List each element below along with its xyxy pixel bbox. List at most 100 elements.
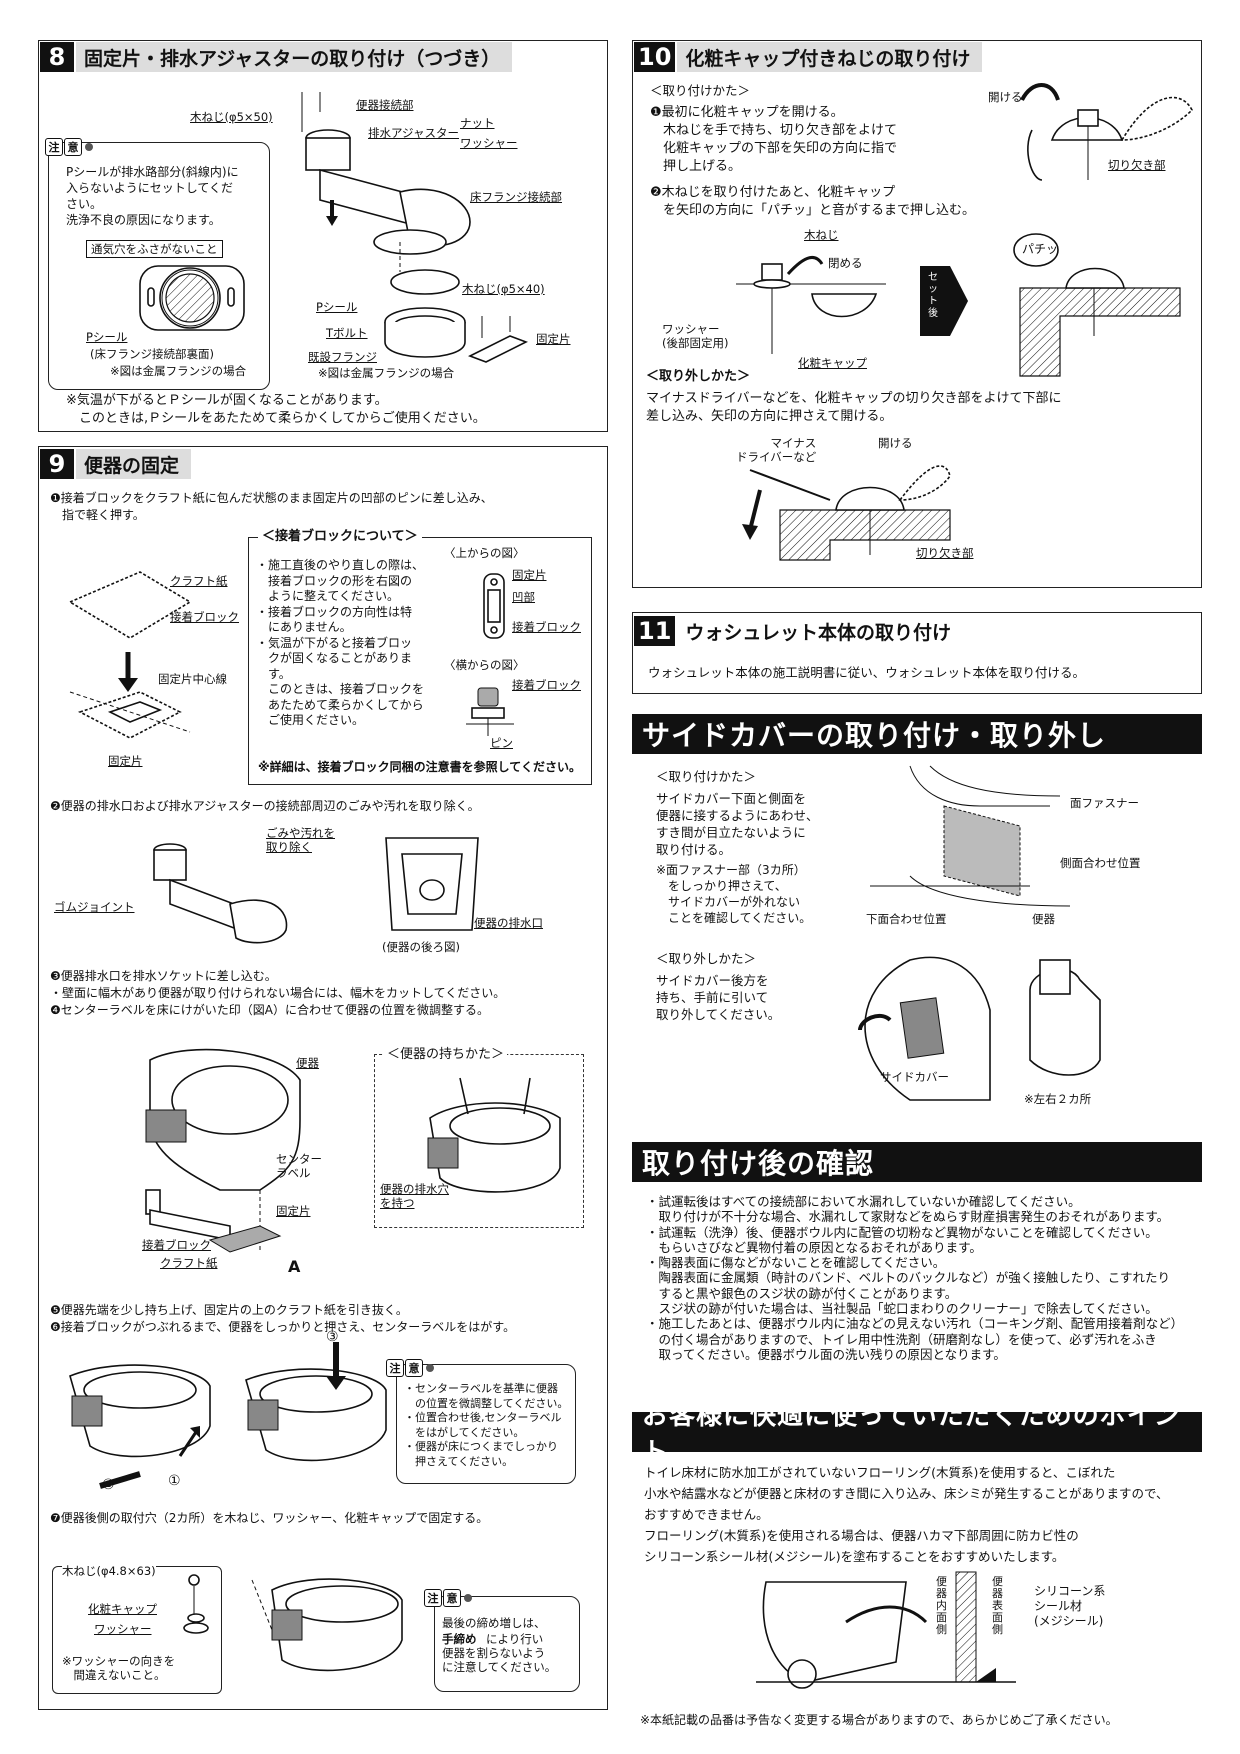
close-label: 閉める — [828, 256, 863, 270]
caution-char: 意 — [443, 1589, 461, 1607]
step-7-text: ❼便器後側の取付穴（2カ所）を木ねじ、ワッシャー、化粧キャップで固定する。 — [50, 1511, 489, 1525]
holding-title: ＜便器の持ちかた＞ — [384, 1048, 508, 1062]
washer-label: ワッシャー (後部固定用) — [662, 322, 729, 350]
flange-back-label: (床フランジ接続部裏面) — [90, 347, 214, 361]
kraft-label: クラフト紙 — [170, 574, 228, 588]
after-set-label: セット後 — [928, 272, 938, 319]
section-11-header: 11 ウォシュレット本体の取り付け — [634, 616, 964, 646]
adhesive-info-text: ・施工直後のやり直しの際は、 接着ブロックの形を右図の ように整えてください。 … — [256, 558, 425, 727]
silicone-label: シリコーン系 シール材 (メジシール) — [1034, 1584, 1106, 1628]
side-align-label: 側面合わせ位置 — [1060, 856, 1141, 870]
step-2-text: ❷便器の排水口および排水アジャスターの接続部周辺のごみや汚れを取り除く。 — [50, 799, 480, 813]
toilet-rear-fix-illustration — [251, 1578, 403, 1672]
snapped-cap-illustration — [1013, 233, 1181, 377]
section-title: 固定片・排水アジャスターの取り付け（つづき） — [76, 42, 513, 72]
section-title: 化粧キャップ付きねじの取り付け — [677, 42, 983, 72]
adhesive-label: 接着ブロック — [170, 610, 239, 624]
caution-char: 意 — [405, 1359, 423, 1377]
side-cover-banner: サイドカバーの取り付け・取り外し — [632, 714, 1202, 754]
pseal-label-2: Pシール — [316, 300, 358, 314]
open-label: 開ける — [988, 90, 1023, 104]
toilet-label: 便器 — [296, 1056, 319, 1070]
caution-text-3c: により行い 便器を割らないよう に注意してください。 — [442, 1632, 557, 1674]
caution-char: 意 — [64, 138, 82, 156]
rubber-joint-label: ゴムジョイント — [54, 900, 135, 914]
section-11-text: ウォシュレット本体の施工説明書に従い、ウォシュレット本体を取り付ける。 — [648, 665, 1086, 680]
toilet-label: 便器 — [1032, 912, 1055, 926]
toilet-back-illustration — [385, 837, 479, 931]
press-toilet-illustration — [245, 1342, 387, 1462]
caution-text-3b: 手締め — [442, 1632, 477, 1646]
snap-label: パチッ — [1022, 242, 1059, 256]
how-attach-label: ＜取り付けかた＞ — [656, 769, 757, 784]
fixing-piece-label: 固定片 — [536, 332, 571, 346]
existing-flange-label: 既設フランジ — [308, 350, 377, 364]
mark-a: A — [288, 1257, 301, 1276]
adhesive-info-box — [248, 537, 592, 785]
notch-label: 切り欠き部 — [1108, 158, 1166, 172]
metal-flange-note: ※図は金属フランジの場合 — [110, 364, 247, 378]
bolt-icon — [426, 1364, 434, 1372]
drain-adjuster-illustration — [301, 92, 471, 272]
step-circle-3: ③ — [326, 1329, 339, 1345]
tbolt-label: Tボルト — [326, 326, 368, 340]
dirt-label: ごみや汚れを 取り除く — [266, 826, 335, 854]
step-1-text: ❶接着ブロックをクラフト紙に包んだ状態のまま固定片の凹部のピンに差し込み、 指で… — [50, 491, 493, 522]
caution-box-tighten — [434, 1596, 580, 1692]
adhesive-info-note: ※詳細は、接着ブロック同梱の注意書を参照してください。 — [258, 760, 581, 774]
screw-label-2: 木ねじ(φ5×40) — [462, 282, 545, 296]
caution-char: 注 — [386, 1359, 404, 1377]
adhesive-info-title: ＜接着ブロックについて＞ — [258, 530, 422, 544]
section-10-header: 10 化粧キャップ付きねじの取り付け — [634, 42, 983, 72]
step-circle-1: ① — [168, 1473, 181, 1489]
section-number: 8 — [40, 42, 74, 72]
vent-label: 通気穴をふさがないこと — [86, 240, 223, 258]
section-number: 11 — [634, 616, 676, 646]
driver-label: マイナス ドライバーなど — [736, 436, 817, 464]
step-3-4-text: ❸便器排水口を排水ソケットに差し込む。 ・壁面に幅木があり便器が取り付けられない… — [50, 969, 506, 1017]
open-cap-illustration — [1020, 83, 1193, 181]
washer-label: ワッシャー — [460, 136, 518, 150]
step-2-text: ❷木ねじを取り付けたあと、化粧キャップ を矢印の方向に「パチッ」と音がするまで押… — [650, 185, 976, 218]
step-1-text: ❶最初に化粧キャップを開ける。 木ねじを手で持ち、切り欠き部をよけて 化粧キャッ… — [650, 105, 898, 174]
caution-box-center-label — [396, 1364, 576, 1484]
cap-label: 化粧キャップ — [798, 356, 867, 370]
step-5-6-text: ❺便器先端を少し持ち上げ、固定片の上のクラフト紙を引き抜く。 ❻接着ブロックがつ… — [50, 1303, 516, 1334]
section-8-note: ※気温が下がるとＰシールが固くなることがあります。 このときは,Ｐシールをあたた… — [66, 393, 486, 426]
adjuster-pipe-illustration — [153, 843, 288, 944]
top-view-recess-label: 凹部 — [512, 590, 535, 604]
check-text: ・試運転後はすべての接続部において水漏れしていないか確認してください。 取り付け… — [646, 1194, 1184, 1362]
toilet-joint-label: 便器接続部 — [356, 98, 414, 112]
side-view-illustration — [466, 687, 514, 736]
section-8-header: 8 固定片・排水アジャスターの取り付け（つづき） — [40, 42, 513, 72]
caution-text: Pシールが排水路部分(斜線内)に 入らないようにセットしてくだ さい。 洗浄不良… — [66, 165, 239, 227]
remove-text: マイナスドライバーなどを、化粧キャップの切り欠き部をよけて下部に 差し込み、矢印… — [646, 391, 1062, 424]
kraft-label-2: クラフト紙 — [160, 1256, 218, 1270]
flange-seal-illustration — [384, 269, 466, 358]
points-banner: お客様に快適に使っていただくためのポイント — [632, 1401, 1202, 1468]
close-cap-illustration — [736, 255, 886, 354]
step-circle-2: ② — [102, 1477, 115, 1493]
lift-toilet-illustration — [69, 1364, 211, 1489]
side-view-adhesive-label: 接着ブロック — [512, 678, 581, 692]
notch-label-2: 切り欠き部 — [916, 546, 974, 560]
side-cover-remove-illustration — [858, 956, 1101, 1101]
remove-cap-illustration — [742, 465, 951, 561]
adhesive-label-2: 接着ブロック — [142, 1238, 211, 1252]
screw-label: 木ねじ(φ5×50) — [190, 110, 273, 124]
side-view-label: 〈横からの図〉 — [444, 658, 525, 672]
pin-label: ピン — [490, 736, 513, 750]
section-title: ウォシュレット本体の取り付け — [677, 616, 964, 646]
side-remove-text: サイドカバー後方を 持ち、手前に引いて 取り外してください。 — [656, 973, 781, 1022]
kraft-paper-illustration — [68, 571, 192, 739]
center-label-label: センター ラベル — [276, 1152, 322, 1180]
section-9-header: 9 便器の固定 — [40, 449, 192, 479]
outer-side-label: 便 器 表 面 側 — [992, 1575, 1003, 1636]
side-cover-label: サイドカバー — [880, 1070, 949, 1084]
bolt-icon — [464, 1594, 472, 1602]
bottom-align-label: 下面合わせ位置 — [866, 912, 947, 926]
top-view-label: 〈上からの図〉 — [444, 546, 525, 560]
footer-note: ※本紙記載の品番は予告なく変更する場合がありますので、あらかじめご了承ください。 — [640, 1713, 1118, 1727]
wood-screw-label: 木ねじ — [804, 228, 839, 242]
outlet-label: 便器の排水口 — [474, 916, 543, 930]
